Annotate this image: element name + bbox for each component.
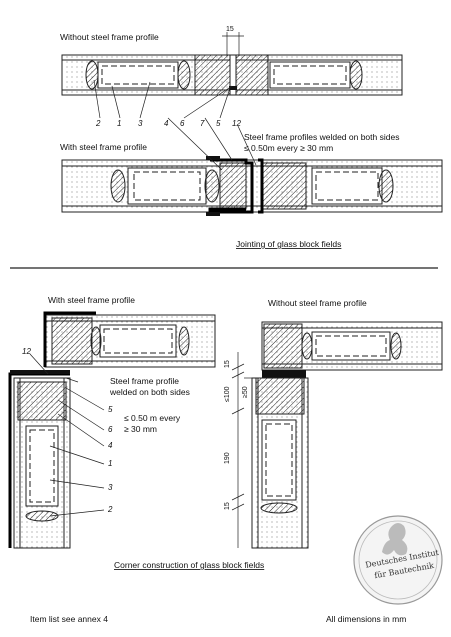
bottom-with-label: With steel frame profile <box>48 295 135 305</box>
top-callout-7: 7 <box>200 119 205 128</box>
top-callout-12: 12 <box>232 119 241 128</box>
top-without-profile-detail <box>61 32 403 96</box>
bottom-welded-note-1: Steel frame profile <box>110 376 179 386</box>
top-welded-note-2: ≤ 0.50m every ≥ 30 mm <box>244 143 333 153</box>
bottom-callout-1: 1 <box>108 459 112 468</box>
footer-dimensions-note: All dimensions in mm <box>326 614 406 624</box>
corner-with-profile-detail <box>8 311 216 549</box>
bottom-callout-5: 5 <box>108 405 113 414</box>
footer-item-list: Item list see annex 4 <box>30 614 108 624</box>
top-callout-2: 2 <box>95 119 101 128</box>
top-dim-15: 15 <box>226 26 234 33</box>
bottom-caption: Corner construction of glass block field… <box>114 560 264 570</box>
bottom-dim-15-top: 15 <box>224 360 231 368</box>
top-caption: Jointing of glass block fields <box>236 239 341 249</box>
top-callout-6: 6 <box>180 119 185 128</box>
corner-dimension-line <box>231 352 252 548</box>
top-callout-leaders <box>93 79 257 171</box>
bottom-dim-190: 190 <box>224 452 231 464</box>
bottom-dim-ge50: ≥50 <box>242 386 249 398</box>
top-callout-5: 5 <box>216 119 221 128</box>
corner-left-callout-leaders <box>29 353 105 517</box>
bottom-welded-note-2: welded on both sides <box>109 387 190 397</box>
bottom-dim-15-bottom: 15 <box>224 502 231 510</box>
top-with-profile-detail <box>61 156 443 216</box>
institute-stamp <box>353 515 443 605</box>
top-with-label: With steel frame profile <box>60 142 147 152</box>
corner-without-profile-detail <box>251 321 443 549</box>
bottom-callout-2: 2 <box>107 505 113 514</box>
bottom-without-label: Without steel frame profile <box>268 298 367 308</box>
bottom-callout-3: 3 <box>108 483 113 492</box>
bottom-dim-le100: ≤100 <box>224 386 231 402</box>
top-callout-3: 3 <box>138 119 143 128</box>
top-callout-1: 1 <box>117 119 121 128</box>
top-welded-note-1: Steel frame profiles welded on both side… <box>244 132 399 142</box>
bottom-callout-12: 12 <box>22 347 31 356</box>
bottom-callout-4: 4 <box>108 441 113 450</box>
bottom-spacing-2: ≥ 30 mm <box>124 424 157 434</box>
eagle-emblem-icon <box>382 523 408 556</box>
top-callout-4: 4 <box>164 119 169 128</box>
bottom-spacing-1: ≤ 0.50 m every <box>124 413 181 423</box>
bottom-callout-6: 6 <box>108 425 113 434</box>
top-without-label: Without steel frame profile <box>60 32 159 42</box>
